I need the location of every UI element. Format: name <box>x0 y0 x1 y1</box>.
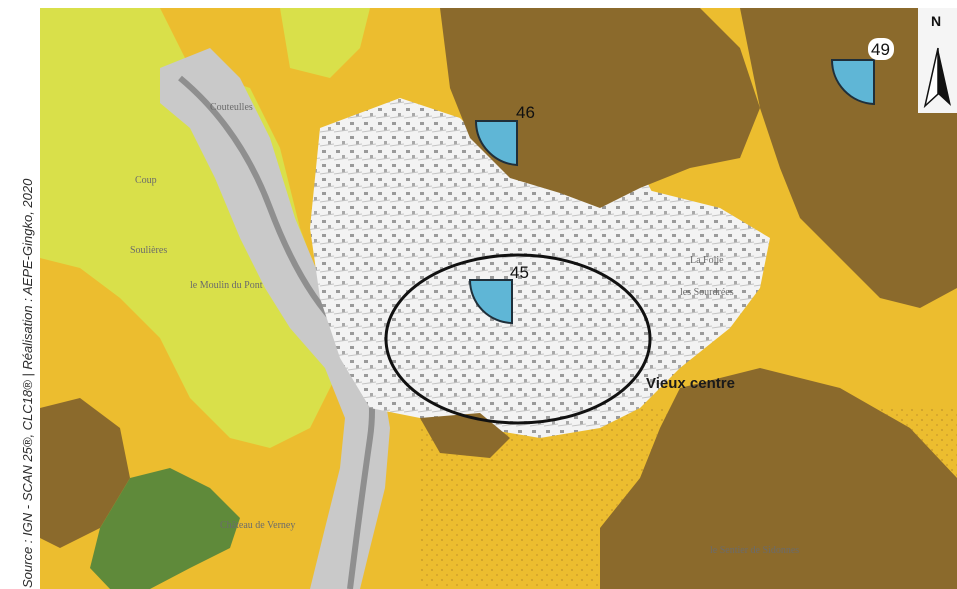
marker-46[interactable]: 46 <box>474 103 535 167</box>
zone-forest <box>90 468 240 589</box>
marker-49[interactable]: 49 <box>830 38 894 106</box>
old-town-ellipse[interactable] <box>384 253 652 425</box>
zone-urban <box>310 98 770 438</box>
marker-45-symbol <box>468 279 513 325</box>
marker-46-symbol <box>474 120 518 167</box>
credit-strip: Source : IGN - SCAN 25®, CLC18® | Réalis… <box>0 0 40 589</box>
basemap-label: La Folie <box>690 255 724 266</box>
north-arrow: N <box>918 8 957 113</box>
map-canvas[interactable]: Soulières le Moulin du Pont Château de V… <box>40 8 957 589</box>
zone-low <box>280 8 370 78</box>
basemap-label: Couteulles <box>210 102 253 113</box>
basemap-label: le Sentier de Sidonnes <box>710 545 799 556</box>
old-town-label: Vieux centre <box>646 375 735 392</box>
zone-high <box>740 8 957 308</box>
zone-high <box>40 398 130 548</box>
basemap-label: les Sourdrées <box>680 287 734 298</box>
zone-low <box>60 18 130 98</box>
north-label: N <box>931 13 941 29</box>
zone-high <box>420 413 510 458</box>
marker-45-label: 45 <box>510 263 529 282</box>
source-credit: Source : IGN - SCAN 25®, CLC18® | Réalis… <box>20 178 35 588</box>
marker-46-label: 46 <box>516 103 535 122</box>
basemap-label: Soulières <box>130 245 167 256</box>
north-arrow-icon-shade <box>938 48 951 106</box>
marker-49-label-bg <box>868 38 894 60</box>
basemap-label: le Moulin du Pont <box>190 280 263 291</box>
marker-45[interactable]: 45 <box>468 263 529 325</box>
basemap-label: Château de Verney <box>220 520 295 531</box>
zone-high <box>440 8 760 208</box>
marker-49-symbol <box>830 59 875 106</box>
basemap-label: Coup <box>135 175 157 186</box>
marker-49-label: 49 <box>871 40 890 59</box>
zone-low <box>40 8 340 448</box>
zone-high <box>600 368 957 589</box>
river-valley <box>160 48 390 589</box>
